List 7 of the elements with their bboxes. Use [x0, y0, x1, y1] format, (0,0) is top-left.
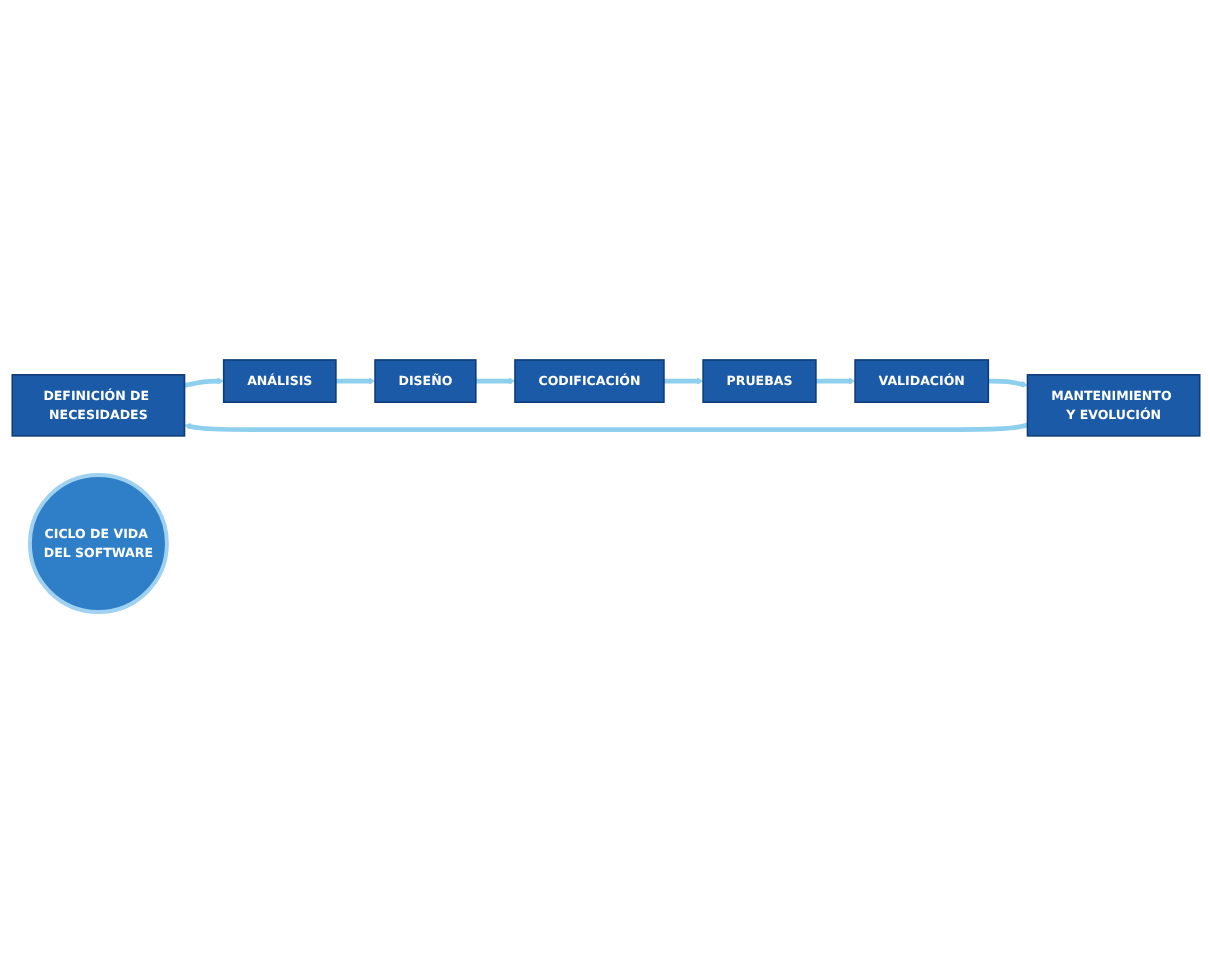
- arrow: [474, 376, 515, 384]
- arrow: [987, 377, 1027, 387]
- arrow: [662, 376, 703, 384]
- arrow: [334, 376, 375, 384]
- arrow: [183, 376, 223, 387]
- arrow: [814, 376, 855, 384]
- arrow: [183, 421, 1027, 431]
